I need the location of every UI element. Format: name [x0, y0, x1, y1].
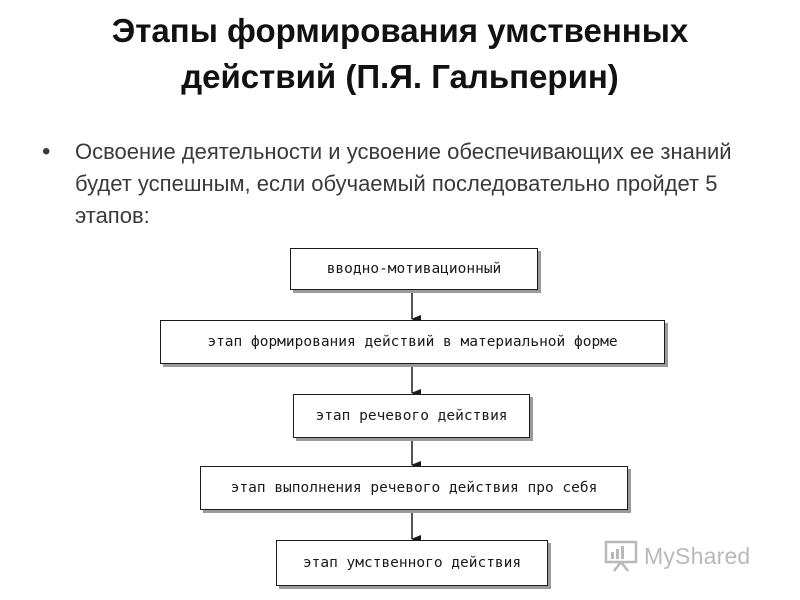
stage-box-speech-action: этап речевого действия [293, 394, 530, 438]
stage-box-motivational: вводно-мотивационный [290, 248, 538, 290]
bullet-text: Освоение деятельности и усвоение обеспеч… [75, 139, 732, 228]
stage-box-mental-action: этап умственного действия [276, 540, 548, 586]
stage-box-material-form: этап формирования действий в материально… [160, 320, 665, 364]
slide-title: Этапы формирования умственных действий (… [111, 12, 689, 95]
bullet-marker: • [42, 138, 51, 165]
presentation-board-icon [604, 540, 638, 572]
stage-box-inner-speech: этап выполнения речевого действия про се… [200, 466, 628, 510]
watermark: MyShared [604, 536, 774, 576]
watermark-text: MyShared [644, 542, 751, 569]
